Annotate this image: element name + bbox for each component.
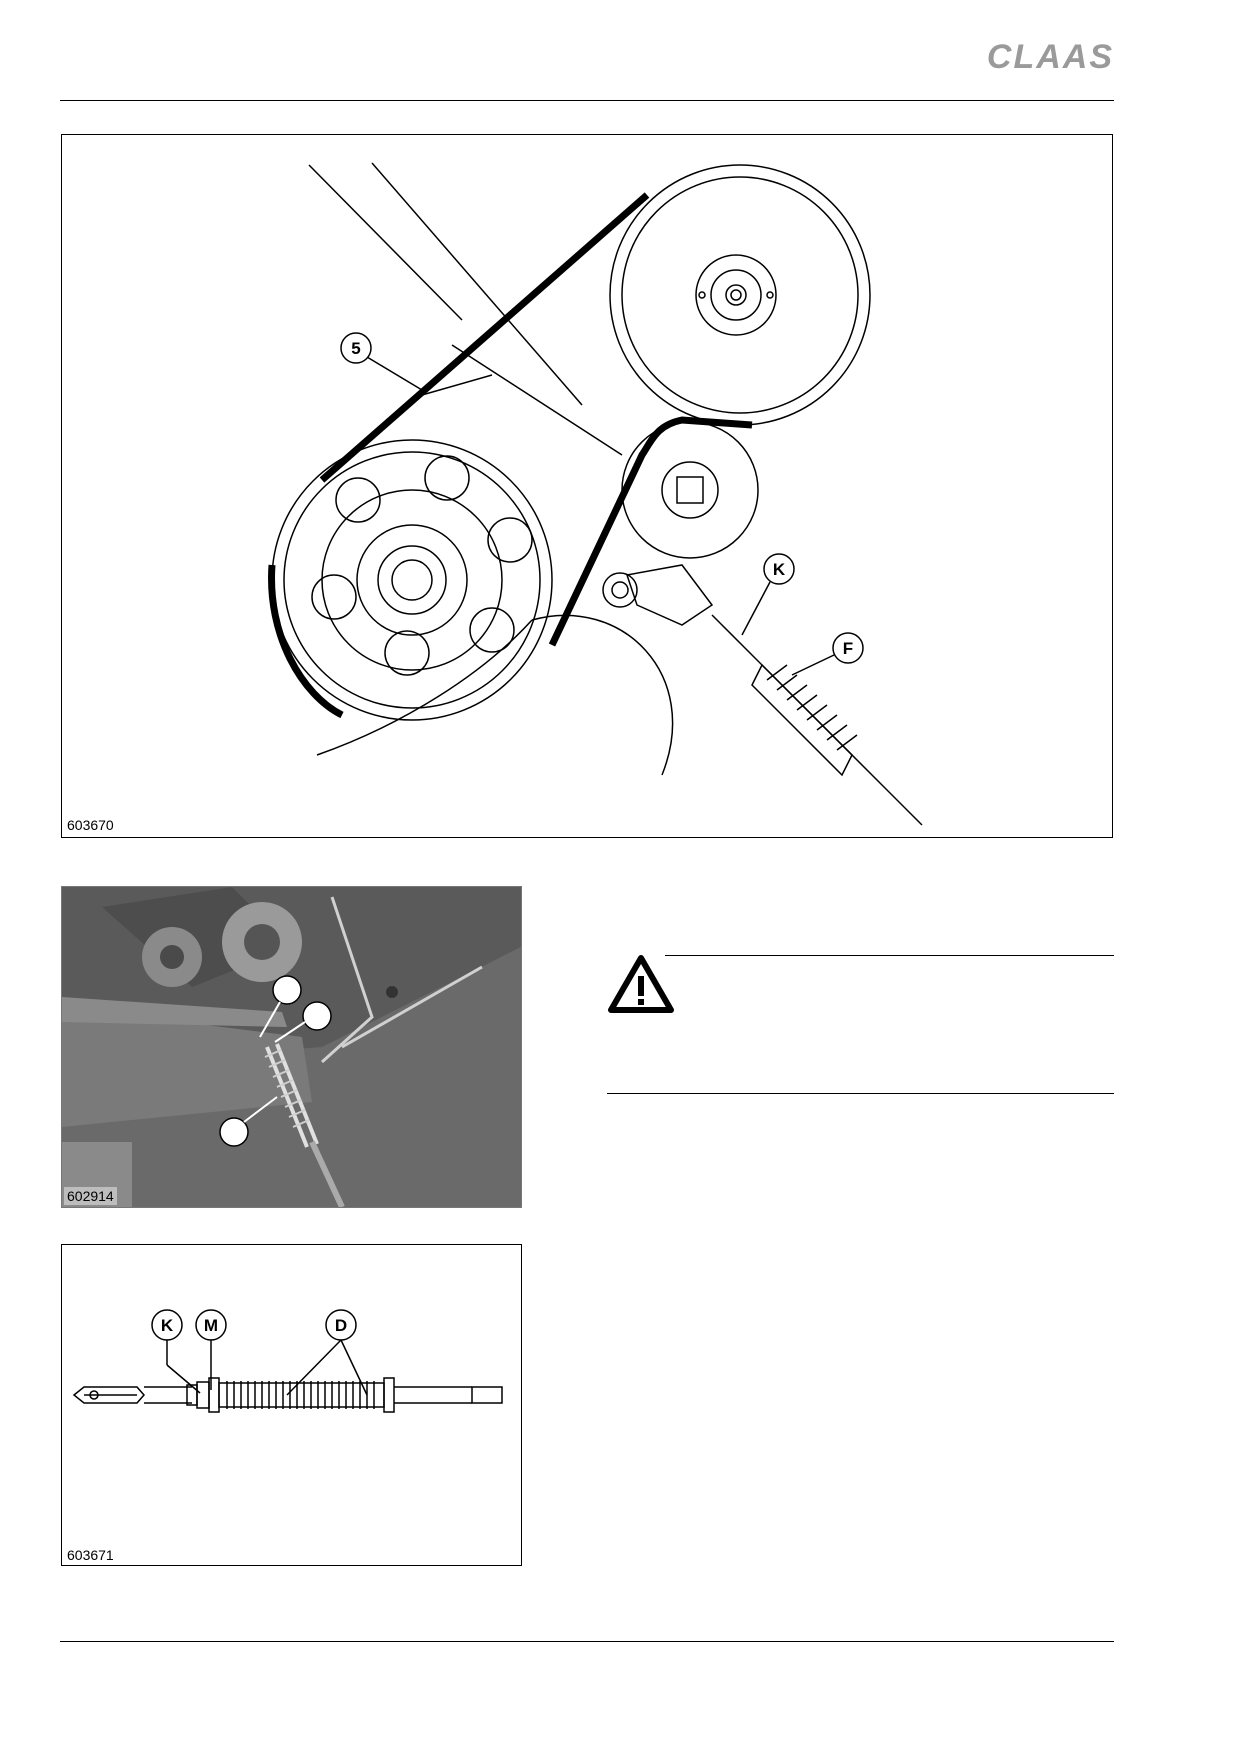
footer-rule: [60, 1641, 1114, 1642]
figure-photo: 602914: [61, 886, 522, 1208]
figure-number: 602914: [64, 1187, 117, 1205]
callout-d: D: [335, 1316, 347, 1335]
warning-triangle-icon: [608, 955, 674, 1013]
callout-f: F: [843, 639, 853, 658]
callout-k: K: [773, 560, 786, 579]
header-rule: [60, 100, 1114, 101]
spring-adjust-illustration: K M D: [72, 1309, 503, 1413]
figure-belt-drive: 5 K F 603670: [61, 134, 1113, 838]
brand-logo: CLAAS: [986, 38, 1114, 76]
figure-spring-adjust: K M D 603671: [61, 1244, 522, 1566]
callout-m: M: [204, 1316, 218, 1335]
warning-top-rule: [665, 955, 1114, 956]
warning-bottom-rule: [607, 1093, 1114, 1094]
figure-number: 603670: [67, 817, 114, 833]
figure-number: 603671: [67, 1547, 114, 1563]
belt-drive-illustration: 5 K F: [268, 162, 923, 826]
callout-k: K: [161, 1316, 174, 1335]
callout-5: 5: [351, 339, 360, 358]
photo-illustration: [62, 887, 521, 1207]
